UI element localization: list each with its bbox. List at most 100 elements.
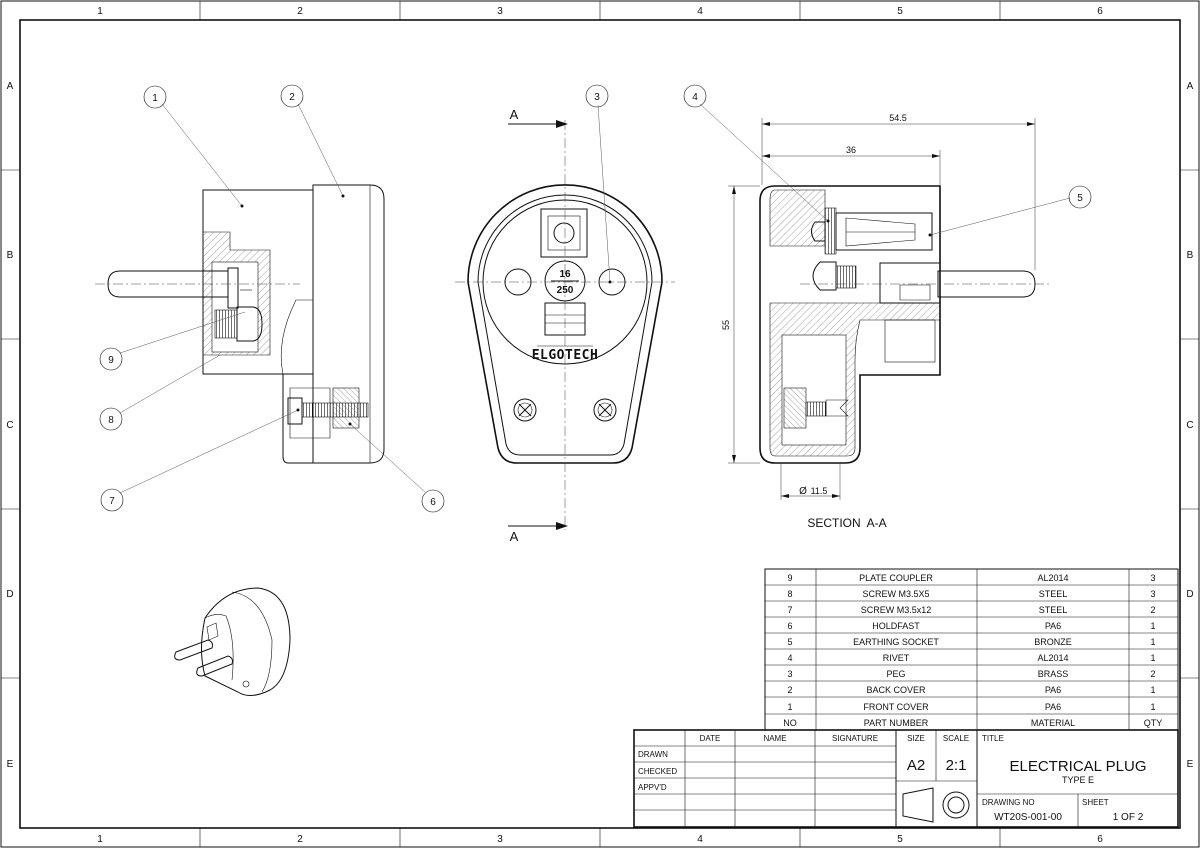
zone-row-c-left: C — [6, 420, 13, 431]
bom-qty: 3 — [1150, 589, 1155, 599]
balloon-9-label: 9 — [108, 355, 114, 366]
zone-row-d-right: D — [1186, 589, 1193, 600]
isometric-view — [174, 587, 291, 696]
bom-no: 3 — [787, 669, 792, 679]
bom-material: AL2014 — [1037, 573, 1068, 583]
bom-part: HOLDFAST — [872, 621, 920, 631]
balloon-1: 1 — [143, 85, 167, 109]
bom-row-2: 2 BACK COVER PA6 1 — [787, 685, 1155, 695]
col-signature: SIGNATURE — [832, 734, 878, 743]
bom-no: 7 — [787, 605, 792, 615]
balloon-5: 5 — [1068, 185, 1092, 209]
bom-qty: 2 — [1150, 605, 1155, 615]
size-value: A2 — [907, 757, 925, 774]
bom-no: 5 — [787, 637, 792, 647]
bom-qty: 1 — [1150, 653, 1155, 663]
bom-no: 1 — [787, 702, 792, 712]
section-marker-bottom: A — [510, 529, 519, 544]
front-view: 16 250 ELGOTECH — [455, 120, 675, 530]
row-approved: APPV'D — [638, 783, 667, 792]
bom-header-material: MATERIAL — [1031, 718, 1075, 728]
dimension-54-5: 54.5 — [761, 113, 1036, 270]
section-title: SECTION A-A — [807, 516, 886, 530]
title-block — [633, 729, 1179, 828]
bom-part: RIVET — [883, 653, 910, 663]
section-marker-top: A — [510, 107, 519, 122]
drawing-no-value: WT20S-001-00 — [994, 812, 1062, 823]
section-cut-markers: A A — [508, 107, 568, 544]
bom-no: 6 — [787, 621, 792, 631]
bom-row-8: 8 SCREW M3.5X5 STEEL 3 — [787, 589, 1155, 599]
scale-label: SCALE — [943, 734, 969, 743]
bom-no: 2 — [787, 685, 792, 695]
bom-rows: 9 PLATE COUPLER AL2014 3 8 SCREW M3.5X5 … — [783, 573, 1162, 728]
bom-part: EARTHING SOCKET — [853, 637, 939, 647]
balloons: 1 2 3 4 5 6 7 8 9 — [99, 84, 1092, 513]
zone-row-d-left: D — [6, 589, 13, 600]
balloon-1-label: 1 — [152, 93, 158, 104]
zone-row-e-right: E — [1187, 759, 1194, 770]
balloon-3: 3 — [585, 84, 609, 108]
zone-row-e-left: E — [7, 759, 14, 770]
row-drawn: DRAWN — [638, 750, 668, 759]
balloon-4-label: 4 — [692, 92, 698, 103]
dimension-55: 55 — [721, 185, 760, 464]
dimension-overall-length: 54.5 — [889, 113, 907, 123]
col-date: DATE — [700, 734, 721, 743]
balloon-6: 6 — [421, 489, 445, 513]
zone-col-3-bottom: 3 — [497, 834, 503, 845]
zone-row-b-right: B — [1187, 250, 1194, 261]
title-block-text: DATE NAME SIGNATURE DRAWN CHECKED APPV'D… — [638, 734, 1147, 823]
border-zone-labels: 1 2 3 4 5 6 1 2 3 4 5 6 A B C D E A B C … — [6, 6, 1193, 845]
bom-no: 4 — [787, 653, 792, 663]
balloon-4: 4 — [683, 84, 707, 108]
bom-material: PA6 — [1045, 685, 1061, 695]
col-name: NAME — [763, 734, 786, 743]
dimension-36: 36 — [762, 145, 941, 185]
zone-col-2-bottom: 2 — [297, 834, 303, 845]
size-label: SIZE — [907, 734, 925, 743]
bom-part: SCREW M3.5X5 — [862, 589, 929, 599]
dimension-socket-depth: 36 — [846, 145, 856, 155]
balloon-2-label: 2 — [289, 92, 295, 103]
bom-header-row: NO PART NUMBER MATERIAL QTY — [783, 718, 1162, 728]
bom-header-part: PART NUMBER — [864, 718, 929, 728]
bom-row-7: 7 SCREW M3.5x12 STEEL 2 — [787, 605, 1155, 615]
bom-row-5: 5 EARTHING SOCKET BRONZE 1 — [787, 637, 1155, 647]
sheet-value: 1 OF 2 — [1113, 812, 1144, 823]
balloon-7-label: 7 — [109, 496, 115, 507]
balloon-7: 7 — [100, 488, 124, 512]
scale-value: 2:1 — [946, 757, 967, 774]
dimension-height: 55 — [721, 320, 731, 330]
zone-col-1-top: 1 — [97, 6, 103, 17]
dimension-diameter-11-5: Ø 11.5 — [780, 463, 841, 500]
bom-no: 9 — [787, 573, 792, 583]
title-label: TITLE — [982, 734, 1004, 743]
bom-row-3: 3 PEG BRASS 2 — [787, 669, 1155, 679]
bom-qty: 2 — [1150, 669, 1155, 679]
bom-qty: 1 — [1150, 621, 1155, 631]
bom-part: BACK COVER — [866, 685, 926, 695]
zone-col-1-bottom: 1 — [97, 834, 103, 845]
drawing-subtitle: TYPE E — [1062, 775, 1094, 785]
side-view — [95, 184, 385, 464]
dimension-pin-diameter: 11.5 — [811, 486, 828, 496]
bom-material: BRASS — [1038, 669, 1069, 679]
balloon-6-label: 6 — [430, 497, 436, 508]
sheet-label: SHEET — [1082, 798, 1109, 807]
bom-qty: 1 — [1150, 685, 1155, 695]
zone-col-6-bottom: 6 — [1097, 834, 1103, 845]
row-checked: CHECKED — [638, 767, 677, 776]
bom-material: STEEL — [1039, 589, 1068, 599]
bom-material: PA6 — [1045, 702, 1061, 712]
balloon-8: 8 — [99, 407, 123, 431]
bom-material: PA6 — [1045, 621, 1061, 631]
bom-part: PLATE COUPLER — [859, 573, 933, 583]
balloon-leaders — [119, 103, 1071, 494]
zone-col-2-top: 2 — [297, 6, 303, 17]
bom-header-qty: QTY — [1144, 718, 1163, 728]
bom-qty: 3 — [1150, 573, 1155, 583]
bom-material: AL2014 — [1037, 653, 1068, 663]
